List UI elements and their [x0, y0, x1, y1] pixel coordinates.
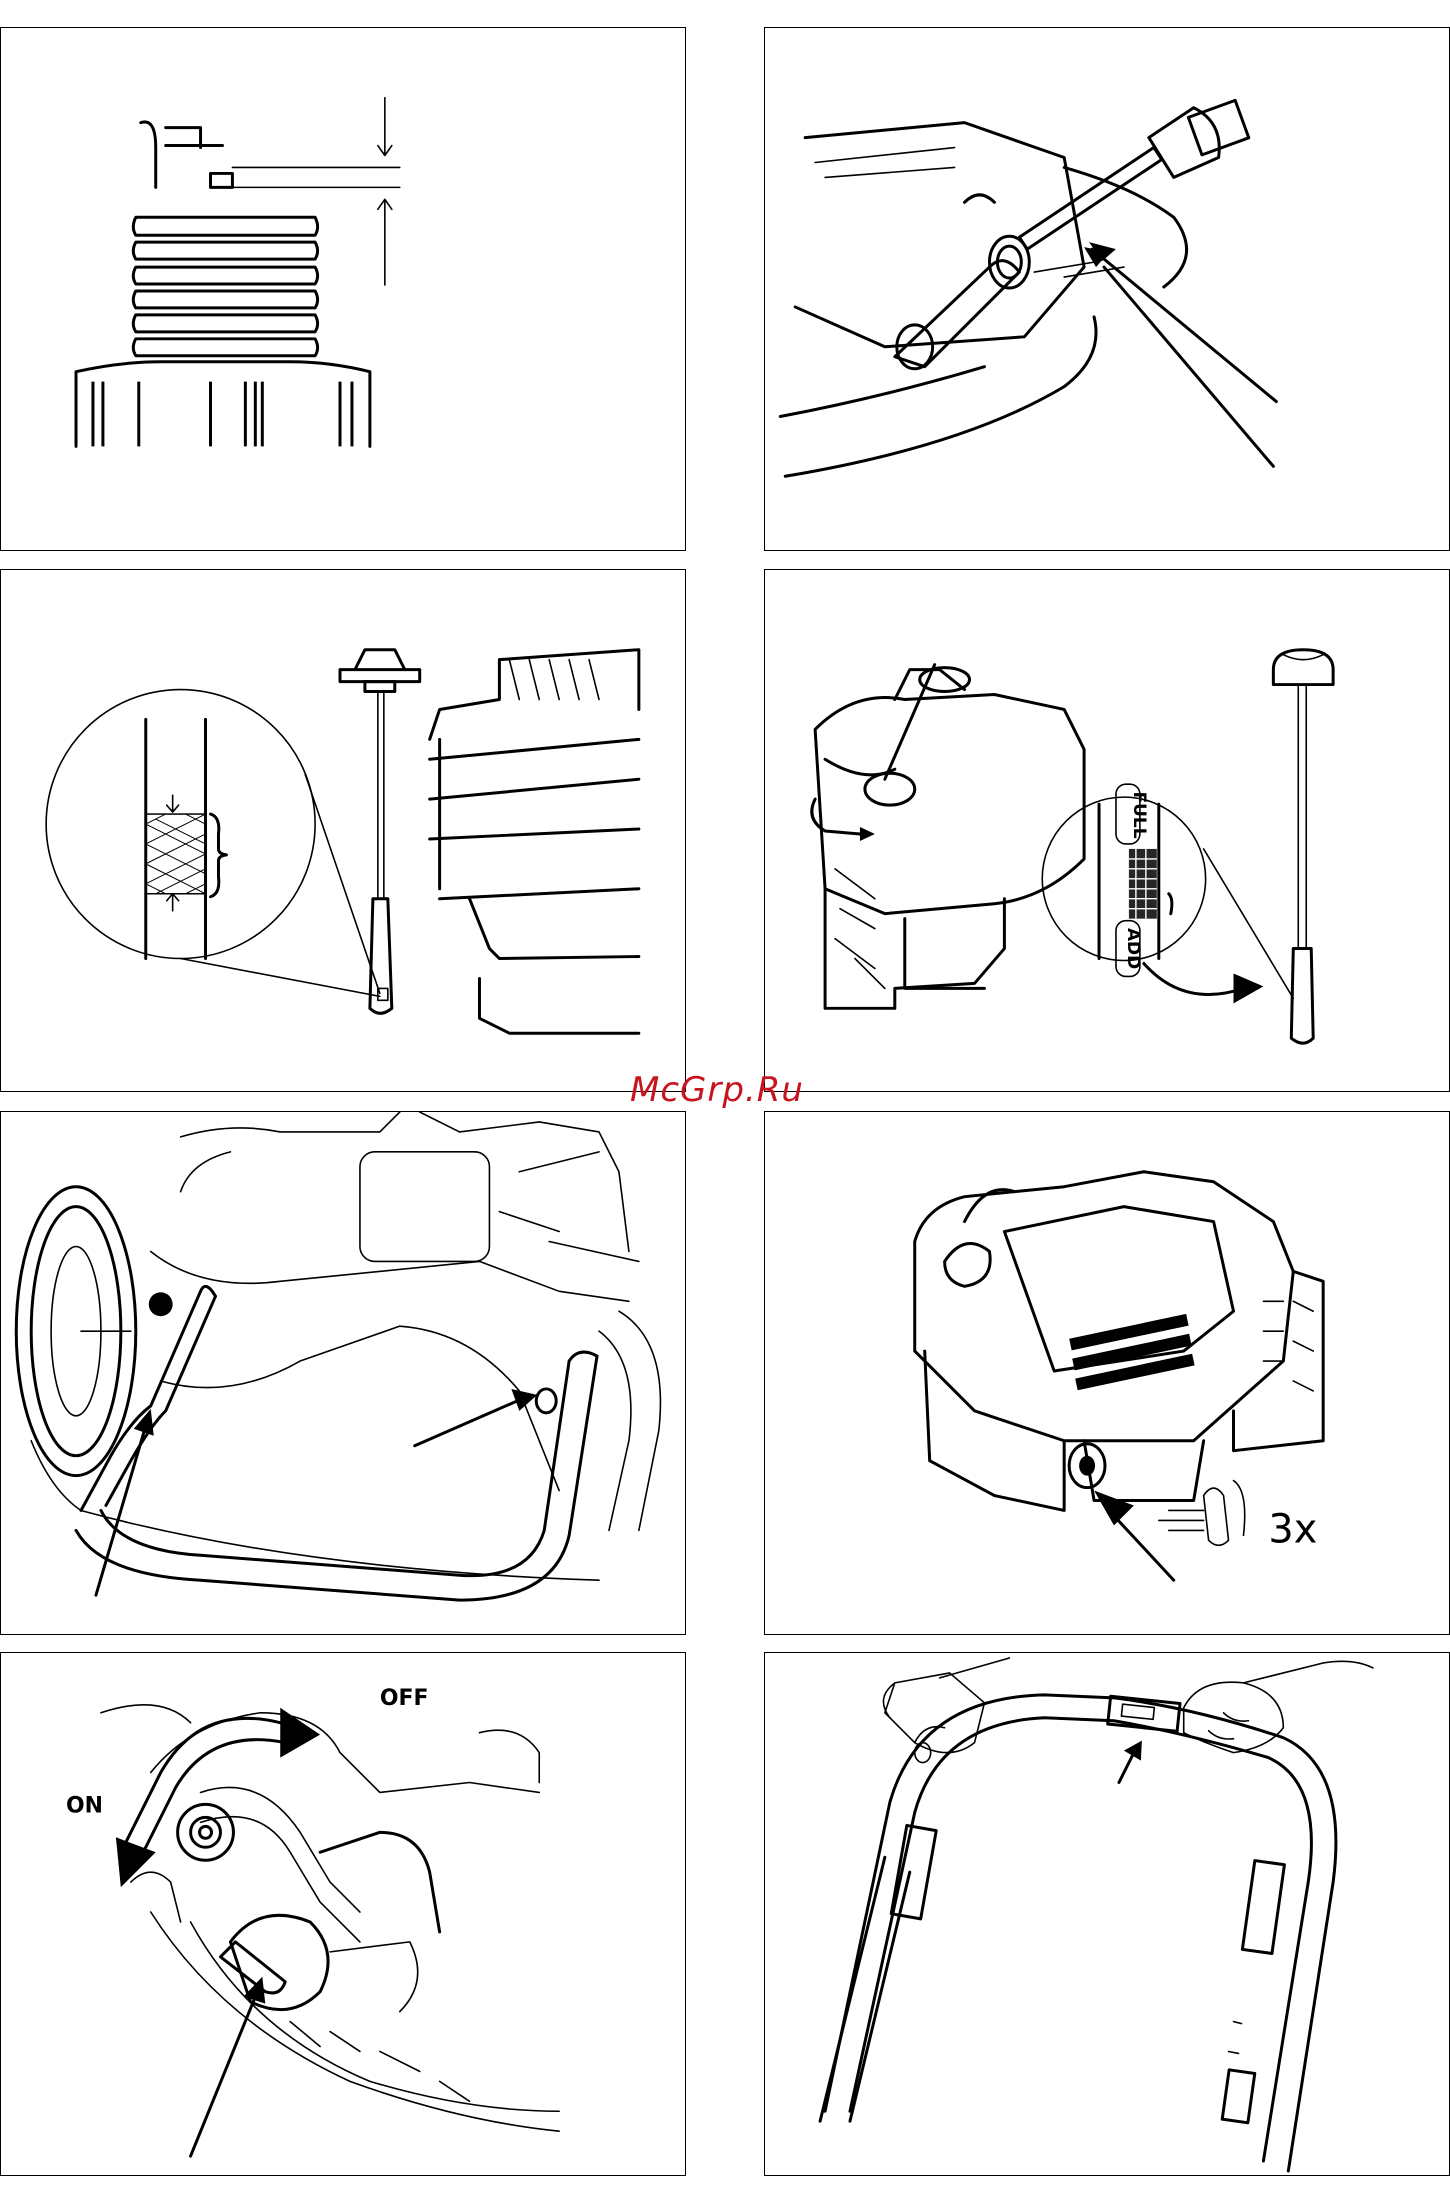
handle-hands-illustration [765, 1653, 1449, 2175]
oil-level-illustration: FULL ADD [765, 570, 1449, 1091]
panel-oil-fill-tube [764, 27, 1450, 551]
primer-illustration: 3x [765, 1112, 1449, 1634]
panel-dipstick-check [0, 569, 686, 1092]
add-label: ADD [1124, 928, 1144, 969]
panel-handle-mount [0, 1111, 686, 1635]
oil-fill-illustration [765, 28, 1449, 550]
panel-handle-hands [764, 1652, 1450, 2176]
on-label: ON [66, 1793, 103, 1818]
panel-spark-plug-gap [0, 27, 686, 551]
handle-mount-illustration [1, 1112, 685, 1634]
primer-count-label: 3x [1268, 1506, 1317, 1552]
off-label: OFF [380, 1686, 429, 1711]
panel-primer-3x: 3x [764, 1111, 1450, 1635]
full-label: FULL [1130, 792, 1150, 839]
dipstick-illustration [1, 570, 685, 1091]
spark-plug-illustration [1, 28, 685, 550]
fuel-valve-illustration: ON OFF [1, 1653, 685, 2175]
panel-fuel-valve-on-off: ON OFF [0, 1652, 686, 2176]
spark-plug-threads [133, 217, 317, 355]
watermark-text: McGrp.Ru [630, 1070, 804, 1110]
panel-oil-level-full-add: FULL ADD [764, 569, 1450, 1092]
